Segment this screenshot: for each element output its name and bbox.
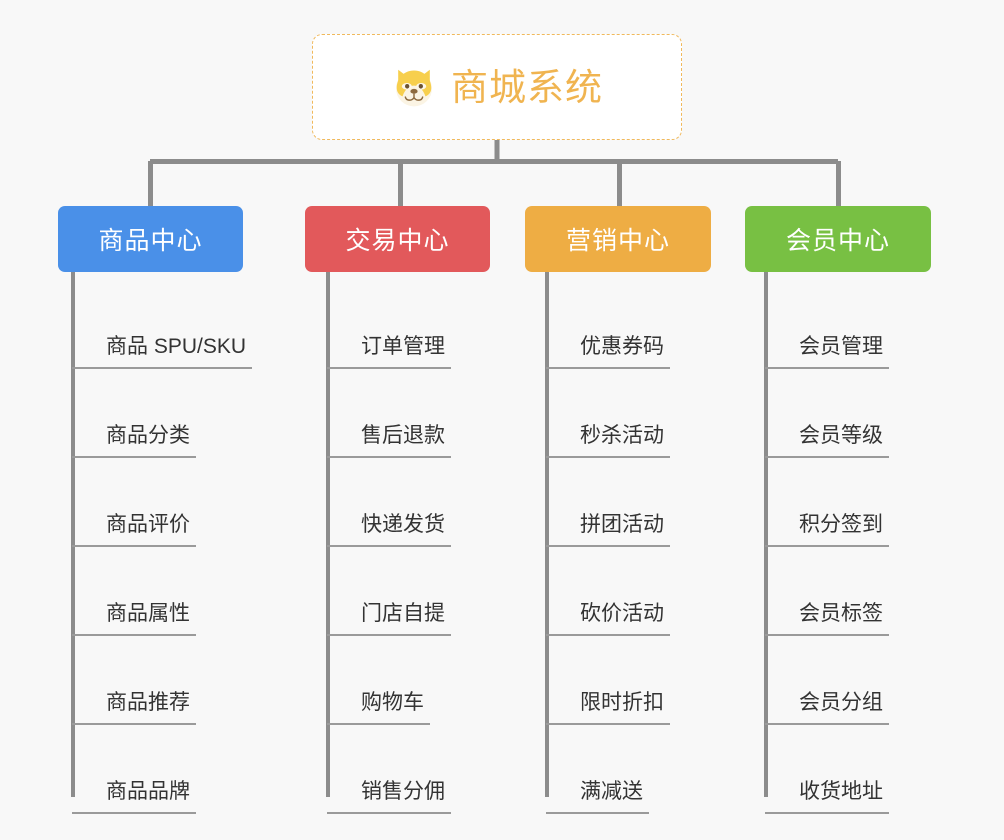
leaf-label: 积分签到 bbox=[799, 513, 883, 536]
leaf-label: 满减送 bbox=[580, 780, 643, 803]
root-title: 商城系统 bbox=[451, 66, 603, 108]
list-item[interactable]: 积分签到 bbox=[765, 458, 889, 547]
leaf-label: 优惠券码 bbox=[580, 335, 664, 358]
leaf-label: 商品推荐 bbox=[106, 691, 190, 714]
list-item[interactable]: 门店自提 bbox=[327, 547, 451, 636]
leaf-label: 购物车 bbox=[361, 691, 424, 714]
leaf-label: 售后退款 bbox=[361, 424, 445, 447]
leaf-label: 商品分类 bbox=[106, 424, 190, 447]
branch-header-label: 会员中心 bbox=[785, 227, 890, 255]
leaf-label: 会员标签 bbox=[799, 602, 883, 625]
list-item[interactable]: 限时折扣 bbox=[546, 636, 670, 725]
branch-header-trade[interactable]: 交易中心 bbox=[305, 206, 490, 272]
list-item[interactable]: 订单管理 bbox=[327, 280, 451, 369]
list-item[interactable]: 快递发货 bbox=[327, 458, 451, 547]
list-item[interactable]: 购物车 bbox=[327, 636, 451, 725]
list-item[interactable]: 售后退款 bbox=[327, 369, 451, 458]
list-item[interactable]: 优惠券码 bbox=[546, 280, 670, 369]
leaf-label: 砍价活动 bbox=[580, 602, 664, 625]
leaf-label: 订单管理 bbox=[361, 335, 445, 358]
leaf-label: 收货地址 bbox=[799, 780, 883, 803]
leaf-label: 商品 SPU/SKU bbox=[106, 335, 247, 358]
leaf-list-marketing: 优惠券码 秒杀活动 拼团活动 砍价活动 限时折扣 满减送 bbox=[546, 280, 670, 814]
leaf-label: 会员管理 bbox=[799, 335, 883, 358]
dog-face-icon bbox=[396, 69, 432, 107]
list-item[interactable]: 销售分佣 bbox=[327, 725, 451, 814]
leaf-label: 商品评价 bbox=[106, 513, 190, 536]
leaf-label: 限时折扣 bbox=[580, 691, 664, 714]
branch-header-marketing[interactable]: 营销中心 bbox=[525, 206, 711, 272]
branch-header-label: 营销中心 bbox=[565, 227, 670, 255]
list-item[interactable]: 商品属性 bbox=[72, 547, 252, 636]
leaf-list-product: 商品 SPU/SKU 商品分类 商品评价 商品属性 商品推荐 商品品牌 bbox=[72, 280, 253, 814]
list-item[interactable]: 秒杀活动 bbox=[546, 369, 670, 458]
branch-header-label: 交易中心 bbox=[345, 227, 450, 255]
list-item[interactable]: 砍价活动 bbox=[546, 547, 670, 636]
list-item[interactable]: 商品 SPU/SKU bbox=[72, 280, 253, 369]
list-item[interactable]: 会员等级 bbox=[765, 369, 889, 458]
leaf-label: 秒杀活动 bbox=[580, 424, 664, 447]
branch-header-label: 商品中心 bbox=[98, 227, 203, 255]
leaf-label: 快递发货 bbox=[361, 513, 445, 536]
leaf-label: 销售分佣 bbox=[361, 780, 445, 803]
leaf-label: 拼团活动 bbox=[580, 513, 664, 536]
list-item[interactable]: 会员标签 bbox=[765, 547, 889, 636]
list-item[interactable]: 拼团活动 bbox=[546, 458, 670, 547]
leaf-label: 会员等级 bbox=[799, 424, 883, 447]
leaf-label: 会员分组 bbox=[799, 691, 883, 714]
branch-header-product[interactable]: 商品中心 bbox=[58, 206, 243, 272]
root-node[interactable]: 商城系统 bbox=[312, 34, 682, 140]
leaf-label: 门店自提 bbox=[361, 602, 445, 625]
list-item[interactable]: 会员分组 bbox=[765, 636, 889, 725]
leaf-list-trade: 订单管理 售后退款 快递发货 门店自提 购物车 销售分佣 bbox=[327, 280, 451, 814]
leaf-list-member: 会员管理 会员等级 积分签到 会员标签 会员分组 收货地址 bbox=[765, 280, 889, 814]
list-item[interactable]: 满减送 bbox=[546, 725, 670, 814]
leaf-label: 商品属性 bbox=[106, 602, 190, 625]
list-item[interactable]: 商品品牌 bbox=[72, 725, 252, 814]
list-item[interactable]: 商品评价 bbox=[72, 458, 252, 547]
branch-header-member[interactable]: 会员中心 bbox=[745, 206, 931, 272]
leaf-label: 商品品牌 bbox=[106, 780, 190, 803]
list-item[interactable]: 商品推荐 bbox=[72, 636, 252, 725]
list-item[interactable]: 收货地址 bbox=[765, 725, 889, 814]
list-item[interactable]: 会员管理 bbox=[765, 280, 889, 369]
list-item[interactable]: 商品分类 bbox=[72, 369, 252, 458]
